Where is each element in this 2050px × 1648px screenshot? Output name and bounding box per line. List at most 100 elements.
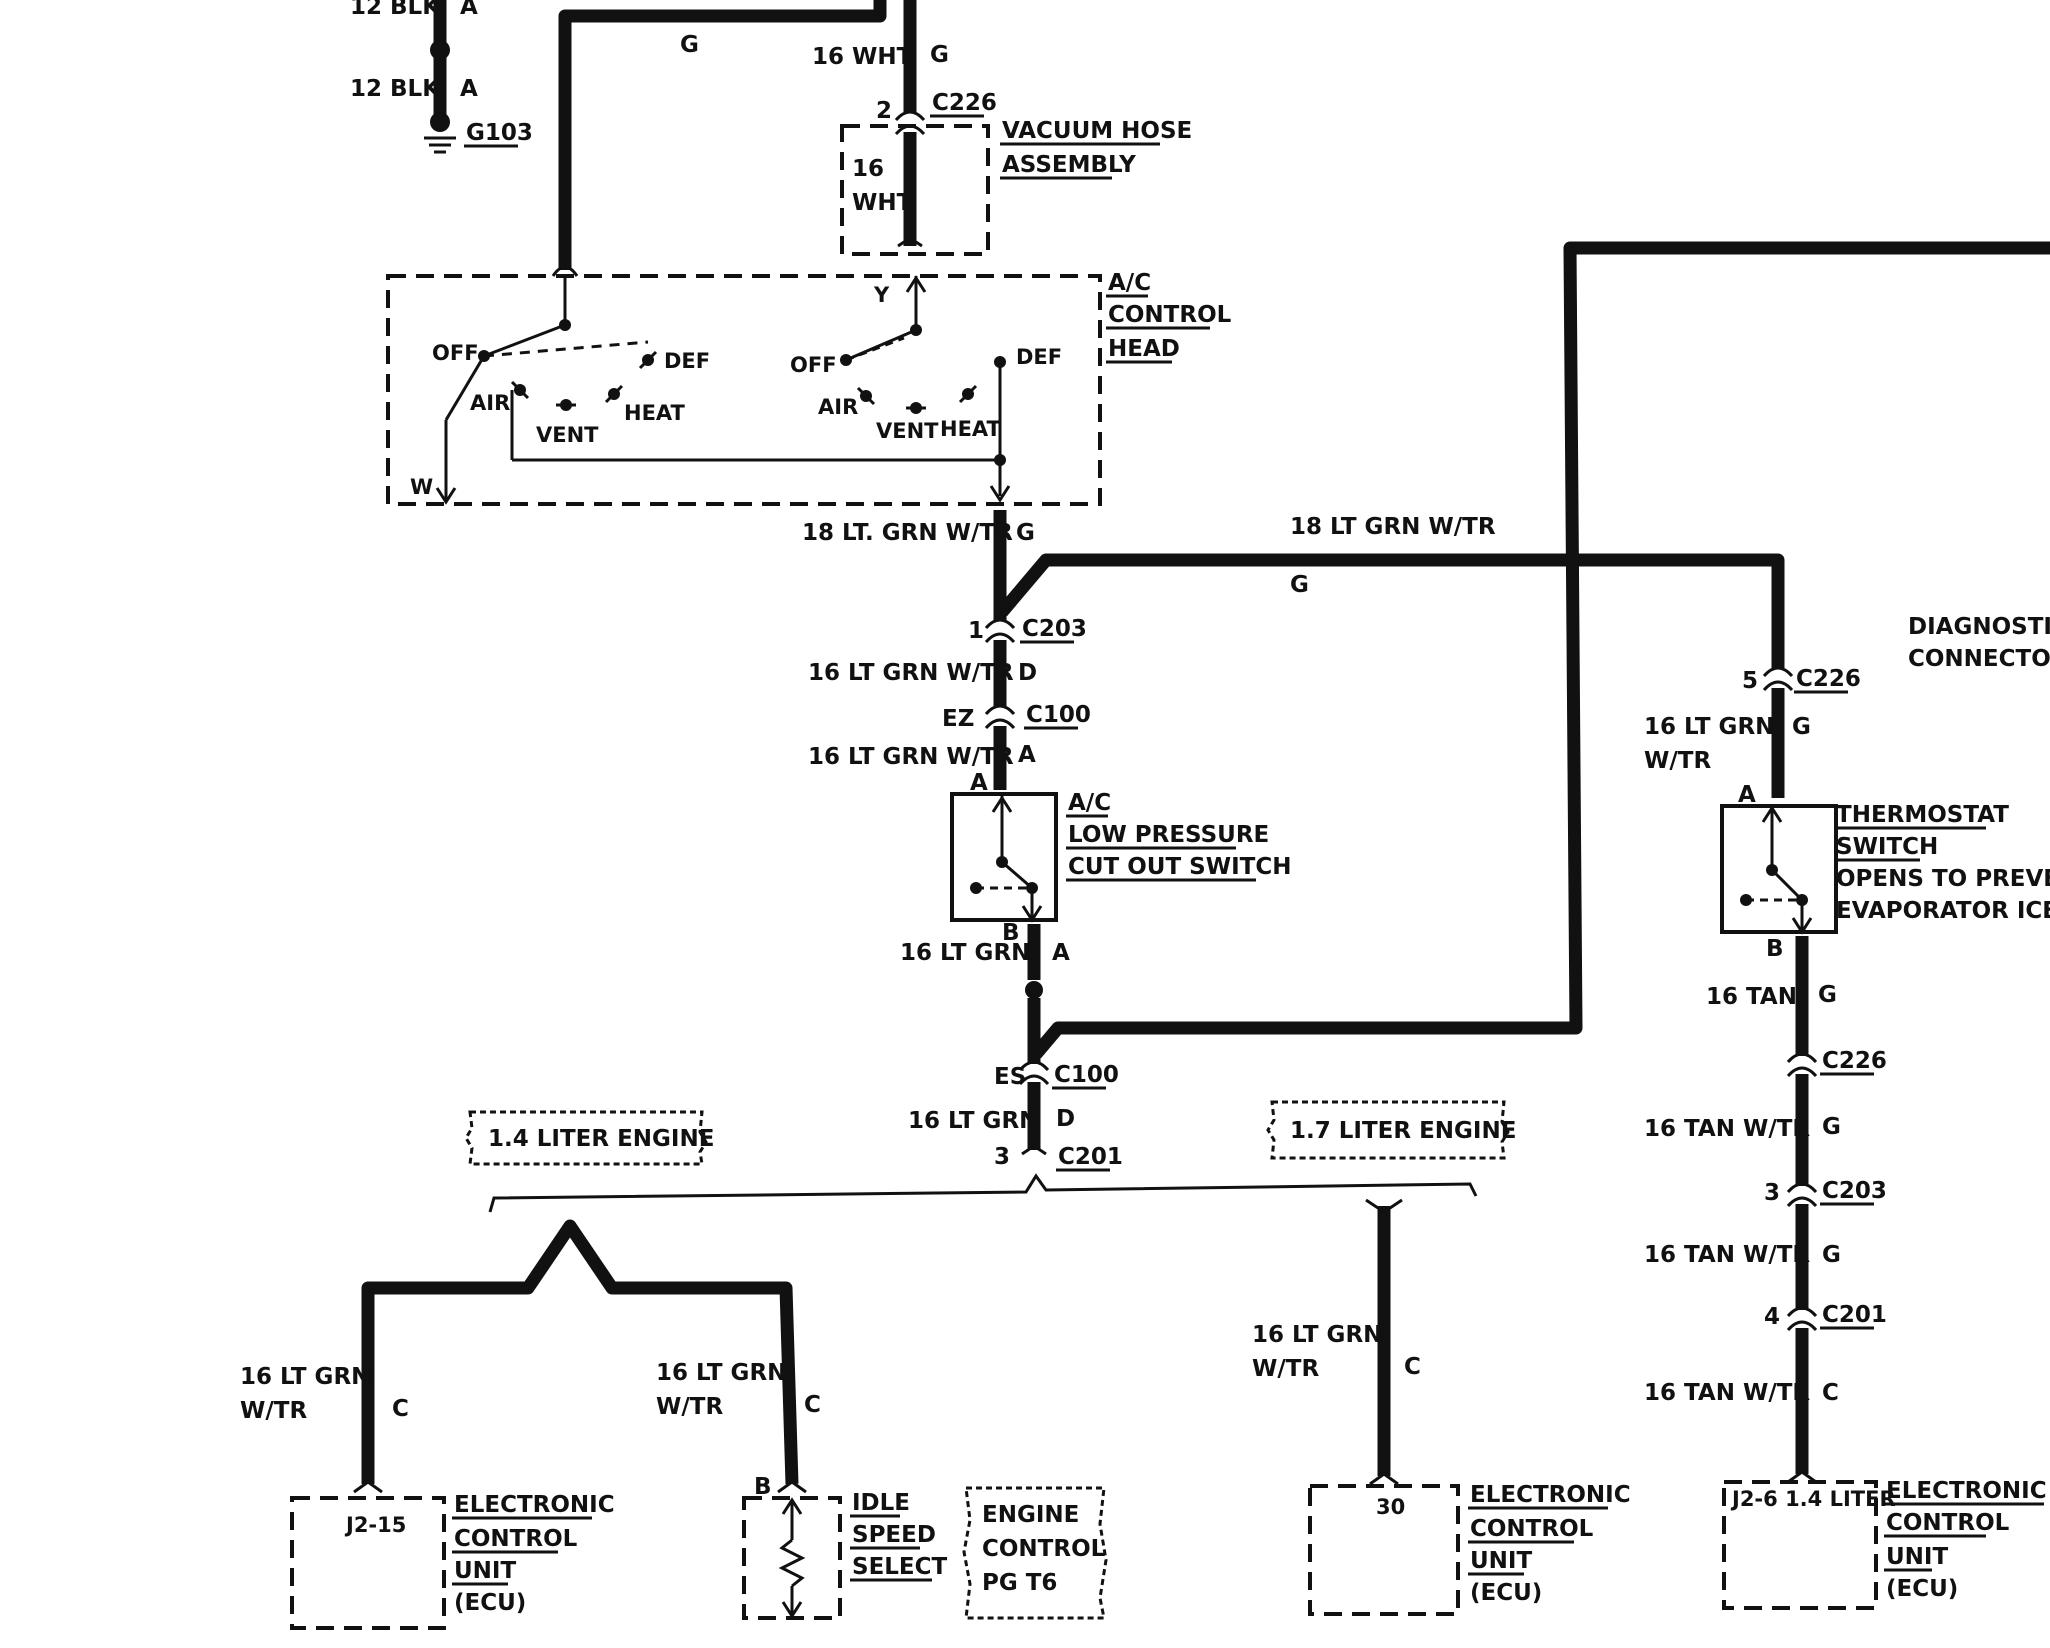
ground-top-wire-label: 12 BLK — [350, 0, 441, 20]
thermo-w4: 16 TAN W/TR — [1644, 1242, 1810, 1268]
thermo-w5: 16 TAN W/TR — [1644, 1380, 1810, 1406]
thermo-c201-pin: 4 — [1764, 1304, 1780, 1330]
thermo-w4-letter: G — [1822, 1242, 1841, 1268]
ch-right-air: AIR — [818, 395, 858, 419]
below-w2-letter: D — [1056, 1106, 1075, 1132]
ch-left-off: OFF — [432, 341, 479, 365]
engine-control-line-2: CONTROL — [982, 1536, 1106, 1562]
low-pressure-switch: A B A/C LOW PRESSURE CUT OUT SWITCH — [950, 770, 1292, 946]
thermo-title-2: SWITCH — [1836, 834, 1938, 860]
lps-title-2: LOW PRESSURE — [1068, 822, 1269, 848]
ground-g103: 12 BLK A 12 BLK A G103 — [350, 0, 533, 154]
label-1-7-liter: 1.7 LITER ENGINE — [1266, 1100, 1516, 1160]
ch-left-vent: VENT — [536, 423, 599, 447]
main-w2-label: 16 LT GRN W/TR — [808, 660, 1014, 686]
branch-wire-letter: G — [1290, 572, 1309, 598]
thermostat-switch-box — [1720, 804, 1838, 934]
c226-top-letter: G — [930, 42, 949, 68]
top-g-label: G — [680, 32, 699, 58]
engine-14-right-wire-a: 16 LT GRN — [656, 1360, 786, 1386]
c226-top-wire-label: 16 WHT — [812, 44, 913, 70]
engine-control-line-1: ENGINE — [982, 1502, 1079, 1528]
below-w2-label: 16 LT GRN — [908, 1108, 1038, 1134]
vacuum-title-2: ASSEMBLY — [1002, 152, 1136, 178]
engine-17-ecu-1: ELECTRONIC — [1470, 1482, 1631, 1508]
vacuum-title-1: VACUUM HOSE — [1002, 118, 1192, 144]
engine-control-line-3: PG T6 — [982, 1570, 1057, 1596]
top-g-wire: G — [551, 0, 887, 277]
idle-pin-b: B — [754, 1474, 772, 1500]
below-c201-pin: 3 — [994, 1144, 1010, 1170]
ground-top-letter: A — [460, 0, 478, 20]
ch-left-heat: HEAT — [624, 401, 686, 425]
main-w3-label: 16 LT GRN W/TR — [808, 744, 1014, 770]
engine-14-left-wire-a: 16 LT GRN — [240, 1364, 370, 1390]
thermo-c203-pin: 3 — [1764, 1180, 1780, 1206]
lps-pin-a: A — [970, 770, 988, 796]
below-c100-name: C100 — [1054, 1062, 1119, 1088]
c226-top-name: C226 — [932, 90, 997, 116]
lps-title-1: A/C — [1068, 790, 1111, 816]
below-c100-pin: ES — [994, 1064, 1026, 1090]
engine-14-ecu-3: UNIT — [454, 1558, 516, 1584]
engine-17-letter: C — [1404, 1354, 1421, 1380]
engine-14-left-wire-b: W/TR — [240, 1398, 307, 1424]
thermo-ecu-pin: J2-6 1.4 LITER — [1730, 1487, 1896, 1511]
ground-letter: A — [460, 76, 478, 102]
ch-right-def: DEF — [1016, 345, 1062, 369]
engine-17-ecu-4: (ECU) — [1470, 1580, 1542, 1606]
c226-top-pin: 2 — [876, 98, 892, 124]
engine-14-ecu-4: (ECU) — [454, 1590, 526, 1616]
vacuum-hose-box — [840, 124, 990, 256]
engine-14-ecu-pin: J2-15 — [344, 1513, 406, 1537]
engine-14-right-letter: C — [804, 1392, 821, 1418]
thermo-ecu-box — [1722, 1480, 1878, 1610]
engine-17-ecu-3: UNIT — [1470, 1548, 1532, 1574]
ac-control-head: OFF DEF AIR VENT HEAT OFF DEF AIR VENT H… — [386, 270, 1232, 506]
ground-wire-label: 12 BLK — [350, 76, 441, 102]
vacuum-inner-1: 16 — [852, 156, 884, 182]
control-head-title-2: CONTROL — [1108, 302, 1232, 328]
main-c203-name: C203 — [1022, 616, 1087, 642]
thermo-c226-pin: 5 — [1742, 668, 1758, 694]
main-w3-letter: A — [1018, 742, 1036, 768]
engine-14-right-wire-b: W/TR — [656, 1394, 723, 1420]
below-c201-name: C201 — [1058, 1144, 1123, 1170]
engine-17-title: 1.7 LITER ENGINE — [1290, 1118, 1516, 1144]
thermo-ecu-3: UNIT — [1886, 1544, 1948, 1570]
engine-17-ecu-box — [1308, 1484, 1460, 1616]
diagnostic-line-2: CONNECTOR — [1908, 646, 2050, 672]
thermo-pin-a: A — [1738, 782, 1756, 808]
thermo-w2: 16 TAN — [1706, 984, 1797, 1010]
thermo-w1b: W/TR — [1644, 748, 1711, 774]
idle-title-1: IDLE — [852, 1490, 910, 1516]
engine-14-branch: 16 LT GRN W/TR C 16 LT GRN W/TR C J2-15 … — [240, 1219, 948, 1630]
main-c203-pin: 1 — [968, 618, 984, 644]
thermo-w3-letter: G — [1822, 1114, 1841, 1140]
main-c100-name: C100 — [1026, 702, 1091, 728]
engine-14-title: 1.4 LITER ENGINE — [488, 1126, 714, 1152]
thermo-w5-letter: C — [1822, 1380, 1839, 1406]
thermostat-circuit: 5 C226 16 LT GRN W/TR G A B THERMOSTAT S… — [1644, 666, 2050, 1610]
main-lt-grn-circuit: 18 LT. GRN W/TR G 18 LT GRN W/TR G 1 C20… — [802, 510, 1785, 790]
thermo-ecu-1: ELECTRONIC — [1886, 1478, 2047, 1504]
engine-17-wire-b: W/TR — [1252, 1356, 1319, 1382]
engine-14-left-letter: C — [392, 1396, 409, 1422]
engine-17-wire-a: 16 LT GRN — [1252, 1322, 1382, 1348]
engine-17-ecu-2: CONTROL — [1470, 1516, 1594, 1542]
thermo-ecu-2: CONTROL — [1886, 1510, 2010, 1536]
ch-right-vent: VENT — [876, 419, 939, 443]
ground-name: G103 — [466, 120, 533, 146]
vacuum-hose-circuit: 16 WHT G 2 C226 16 WHT VACUUM HOSE ASSEM… — [812, 0, 1192, 256]
thermo-pin-b: B — [1766, 936, 1784, 962]
thermo-note-2: EVAPORATOR ICE — [1836, 898, 2050, 924]
below-switch-circuit: 16 LT GRN A ES C100 16 LT GRN D 3 C201 — [900, 241, 2050, 1172]
ch-right-heat: HEAT — [940, 417, 1002, 441]
thermo-c226b: C226 — [1822, 1048, 1887, 1074]
engine-14-ecu-1: ELECTRONIC — [454, 1492, 615, 1518]
thermo-w3: 16 TAN W/TR — [1644, 1116, 1810, 1142]
branch-wire-label: 18 LT GRN W/TR — [1290, 514, 1496, 540]
